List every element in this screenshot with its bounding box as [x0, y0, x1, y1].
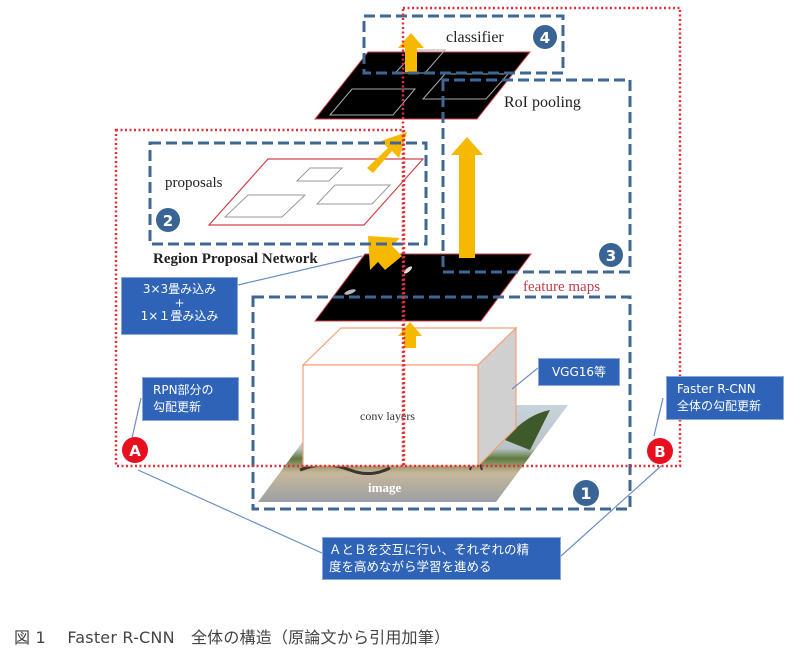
callout-rpn-gradient: RPN部分の 勾配更新 [142, 377, 239, 421]
callout-backbone: VGG16等 [538, 358, 620, 386]
classifier-label: classifier [446, 29, 504, 46]
step-boxes [148, 14, 632, 511]
callout-rpn-conv: 3×3畳み込み + 1×１畳み込み [121, 277, 238, 335]
conv-layers-label: conv layers [360, 409, 415, 423]
arrow-roi-to-classifier [398, 33, 424, 72]
figure-caption: 図 1 Faster R-CNN 全体の構造（原論文から引用加筆） [14, 628, 451, 647]
image-label: image [368, 480, 401, 495]
roi-feature-plane: RoI pooling [313, 49, 581, 120]
svg-text:4: 4 [540, 29, 550, 47]
callout-leaders [131, 255, 664, 557]
step-badge-1: 1 [573, 480, 599, 506]
arrow-feature-to-roi [451, 137, 483, 258]
step-badge-4: 4 [533, 25, 557, 49]
step-badge-3: 3 [599, 243, 623, 267]
proposals-label: proposals [165, 175, 223, 191]
step-box-4-classifier [362, 14, 565, 75]
marker-badge-b: B [647, 438, 673, 464]
marker-badge-a: A [122, 437, 148, 463]
svg-text:1: 1 [580, 484, 591, 503]
faster-rcnn-diagram: image conv layers feature maps proposals… [114, 6, 682, 557]
callout-full-gradient: Faster R-CNN 全体の勾配更新 [666, 376, 784, 420]
conv-layers-cube: conv layers [301, 326, 518, 468]
feature-maps-label: feature maps [523, 279, 600, 295]
callout-alternate-training: ＡとＢを交互に行い、それぞれの精 度を高めながら学習を進める [322, 537, 561, 580]
svg-text:B: B [654, 443, 665, 461]
gradient-regions [114, 6, 682, 468]
svg-text:A: A [129, 442, 141, 460]
feature-maps-plane: feature maps [314, 253, 600, 322]
step-box-1-backbone [251, 295, 632, 511]
step-box-2-rpn [148, 141, 428, 246]
step-box-3-roi-pooling [441, 78, 632, 274]
svg-text:3: 3 [606, 247, 616, 265]
step-badge-2: 2 [156, 208, 180, 232]
svg-text:2: 2 [163, 212, 173, 230]
proposals-plane: proposals [165, 158, 425, 226]
rpn-label: Region Proposal Network [153, 251, 318, 267]
region-b-full [401, 6, 682, 468]
roi-pooling-label: RoI pooling [504, 94, 581, 111]
